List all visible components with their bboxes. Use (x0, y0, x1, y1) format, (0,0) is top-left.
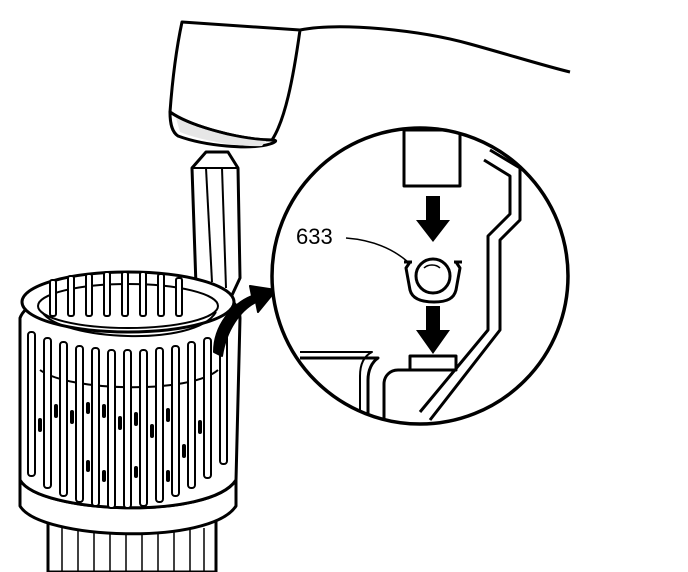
punch-tool (190, 150, 242, 314)
detail-circle-border (270, 126, 570, 426)
upper-block (402, 128, 462, 188)
arrow-down-icon-lower (416, 306, 450, 354)
detail-view (270, 126, 570, 426)
hammer (168, 0, 571, 149)
cage-rollers (38, 402, 202, 482)
lower-step (300, 356, 380, 420)
callout-label-633: 633 (296, 224, 333, 249)
arrow-down-icon (416, 196, 450, 242)
channel-wall-outer (428, 148, 522, 421)
channel-wall-inner (418, 158, 512, 413)
hammer-face-shade (176, 118, 266, 147)
check-ball (414, 257, 452, 295)
cage-slots (27, 331, 228, 509)
lower-bore (382, 368, 456, 420)
check-ball-assembly (404, 257, 462, 304)
hammer-handle-outline (299, 25, 571, 74)
cage-rear-slots (49, 271, 183, 317)
curved-arrow-icon (213, 285, 277, 357)
hammer-face (168, 110, 278, 149)
lower-seat (408, 354, 458, 372)
roller-clutch-assembly (18, 270, 242, 572)
callout-leader (345, 237, 409, 263)
